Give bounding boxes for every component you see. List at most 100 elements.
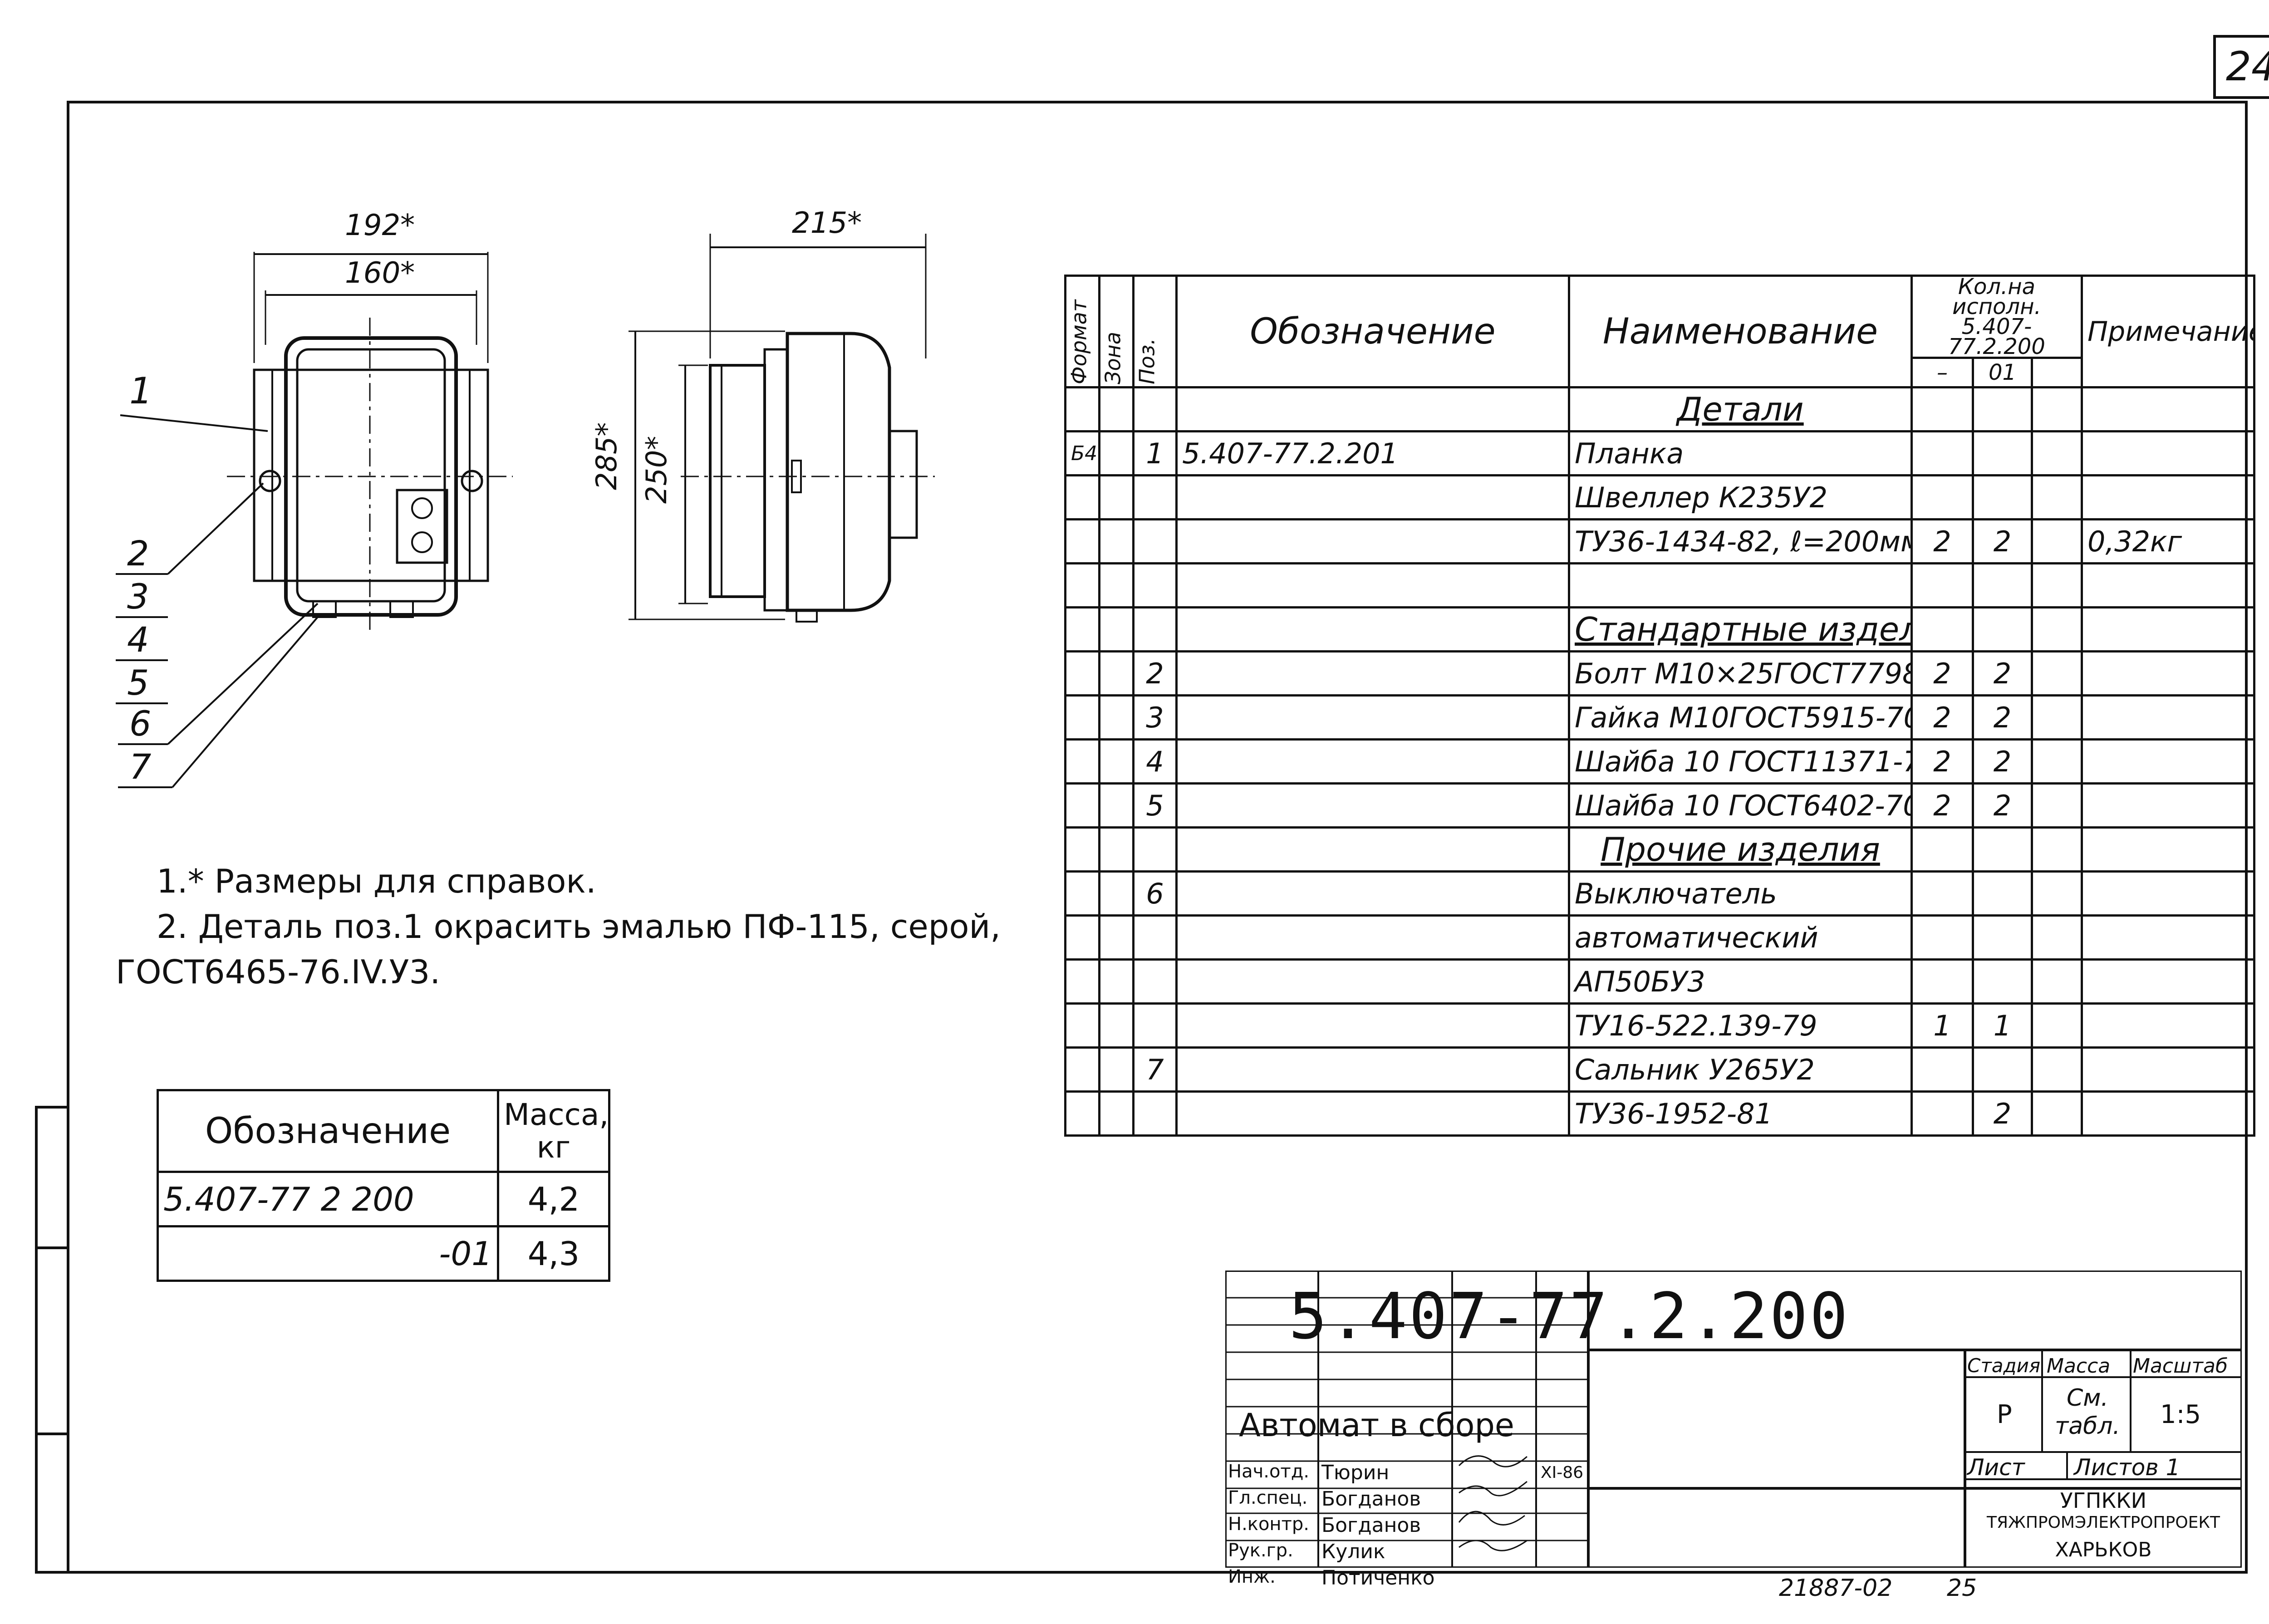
spec-format bbox=[1064, 826, 1100, 873]
title-block-grid bbox=[1225, 1271, 2242, 1568]
spec-qty-c bbox=[2031, 738, 2083, 785]
spec-qty-c bbox=[2031, 694, 2083, 741]
spec-zone bbox=[1098, 650, 1134, 697]
table-row: автоматический bbox=[1064, 914, 2255, 961]
callout-6: 6 bbox=[129, 703, 152, 744]
spec-designation bbox=[1175, 870, 1570, 917]
spec-note bbox=[2081, 738, 2255, 785]
spec-pos: 6 bbox=[1132, 870, 1178, 917]
scale-label: Масштаб bbox=[2133, 1354, 2228, 1378]
spec-qty-b bbox=[1972, 1046, 2033, 1093]
spec-pos bbox=[1132, 914, 1178, 961]
spec-qty-b: 2 bbox=[1972, 518, 2033, 564]
spec-pos bbox=[1132, 562, 1178, 608]
spec-name: Прочие изделия bbox=[1568, 826, 1913, 873]
spec-qty-b: 1 bbox=[1972, 1002, 2033, 1049]
spec-name: Планка bbox=[1568, 430, 1913, 476]
spec-zone bbox=[1098, 870, 1134, 917]
spec-pos: 1 bbox=[1132, 430, 1178, 476]
table-row bbox=[1064, 562, 2255, 608]
spec-pos bbox=[1132, 1090, 1178, 1137]
spec-qty-b bbox=[1972, 606, 2033, 653]
spec-zone bbox=[1098, 1002, 1134, 1049]
page-number: 24 bbox=[2226, 43, 2269, 90]
spec-qty-a bbox=[1910, 562, 1974, 608]
spec-qty-b bbox=[1972, 562, 2033, 608]
spec-format bbox=[1064, 386, 1100, 432]
spec-format bbox=[1064, 562, 1100, 608]
side-view bbox=[629, 234, 935, 623]
sheet-label: Лист bbox=[1967, 1454, 2025, 1481]
header-qty-c bbox=[2031, 357, 2083, 388]
spec-note bbox=[2081, 562, 2255, 608]
spec-name: Швеллер К235У2 bbox=[1568, 474, 1913, 520]
stage-value: Р bbox=[1997, 1400, 2012, 1429]
org-line-1: УГПККИ bbox=[2060, 1488, 2147, 1513]
role-name: Богданов bbox=[1321, 1487, 1421, 1511]
spec-name: Шайба 10 ГОСТ6402-70 bbox=[1568, 782, 1913, 829]
spec-pos bbox=[1132, 386, 1178, 432]
title-block: 5.407-77.2.200 Автомат в сборе Стадия Ма… bbox=[1225, 1271, 2242, 1590]
spec-format bbox=[1064, 1090, 1100, 1137]
spec-qty-b: 2 bbox=[1972, 1090, 2033, 1137]
spec-qty-a bbox=[1910, 1046, 1974, 1093]
dim-depth: 215* bbox=[792, 206, 862, 240]
spec-qty-a: 1 bbox=[1910, 1002, 1974, 1049]
mass-label: Масса bbox=[2047, 1354, 2111, 1378]
spec-format bbox=[1064, 650, 1100, 697]
spec-zone bbox=[1098, 1046, 1134, 1093]
spec-name: Сальник У265У2 bbox=[1568, 1046, 1913, 1093]
spec-qty-a bbox=[1910, 430, 1974, 476]
spec-designation bbox=[1175, 1090, 1570, 1137]
spec-zone bbox=[1098, 1090, 1134, 1137]
spec-designation bbox=[1175, 694, 1570, 741]
spec-format bbox=[1064, 1046, 1100, 1093]
callout-2: 2 bbox=[127, 533, 149, 574]
side-strip bbox=[35, 1106, 69, 1574]
spec-name bbox=[1568, 562, 1913, 608]
spec-zone bbox=[1098, 782, 1134, 829]
header-note: Примечание bbox=[2081, 275, 2255, 388]
spec-note bbox=[2081, 386, 2255, 432]
spec-pos bbox=[1132, 518, 1178, 564]
spec-qty-b: 2 bbox=[1972, 782, 2033, 829]
spec-note bbox=[2081, 1090, 2255, 1137]
spec-note bbox=[2081, 1046, 2255, 1093]
spec-qty-c bbox=[2031, 562, 2083, 608]
front-view bbox=[116, 252, 513, 788]
role-label: Нач.отд. bbox=[1228, 1461, 1310, 1482]
spec-pos: 7 bbox=[1132, 1046, 1178, 1093]
spec-pos: 3 bbox=[1132, 694, 1178, 741]
sheets-label: Листов 1 bbox=[2074, 1454, 2181, 1481]
header-qty: Кол.на исполн. 5.407-77.2.200 bbox=[1910, 275, 2083, 359]
spec-qty-a bbox=[1910, 870, 1974, 917]
doc-title: Автомат в сборе bbox=[1239, 1407, 1514, 1444]
spec-qty-c bbox=[2031, 1090, 2083, 1137]
header-name: Наименование bbox=[1568, 275, 1913, 388]
role-label: Рук.гр. bbox=[1228, 1540, 1293, 1561]
spec-format bbox=[1064, 474, 1100, 520]
spec-format bbox=[1064, 870, 1100, 917]
spec-zone bbox=[1098, 826, 1134, 873]
callout-5: 5 bbox=[127, 662, 149, 703]
header-pos: Поз. bbox=[1133, 275, 1177, 388]
spec-designation bbox=[1175, 958, 1570, 1005]
spec-note bbox=[2081, 782, 2255, 829]
spec-qty-b: 2 bbox=[1972, 650, 2033, 697]
spec-name: Детали bbox=[1568, 386, 1913, 432]
spec-format bbox=[1064, 958, 1100, 1005]
role-name: Тюрин bbox=[1321, 1461, 1390, 1484]
header-zone: Зона bbox=[1099, 275, 1134, 388]
callout-1: 1 bbox=[129, 370, 152, 412]
role-name: Потиченко bbox=[1321, 1566, 1435, 1590]
spec-qty-a bbox=[1910, 958, 1974, 1005]
dim-inner-width: 160* bbox=[345, 256, 415, 290]
spec-qty-c bbox=[2031, 518, 2083, 564]
spec-qty-c bbox=[2031, 1046, 2083, 1093]
